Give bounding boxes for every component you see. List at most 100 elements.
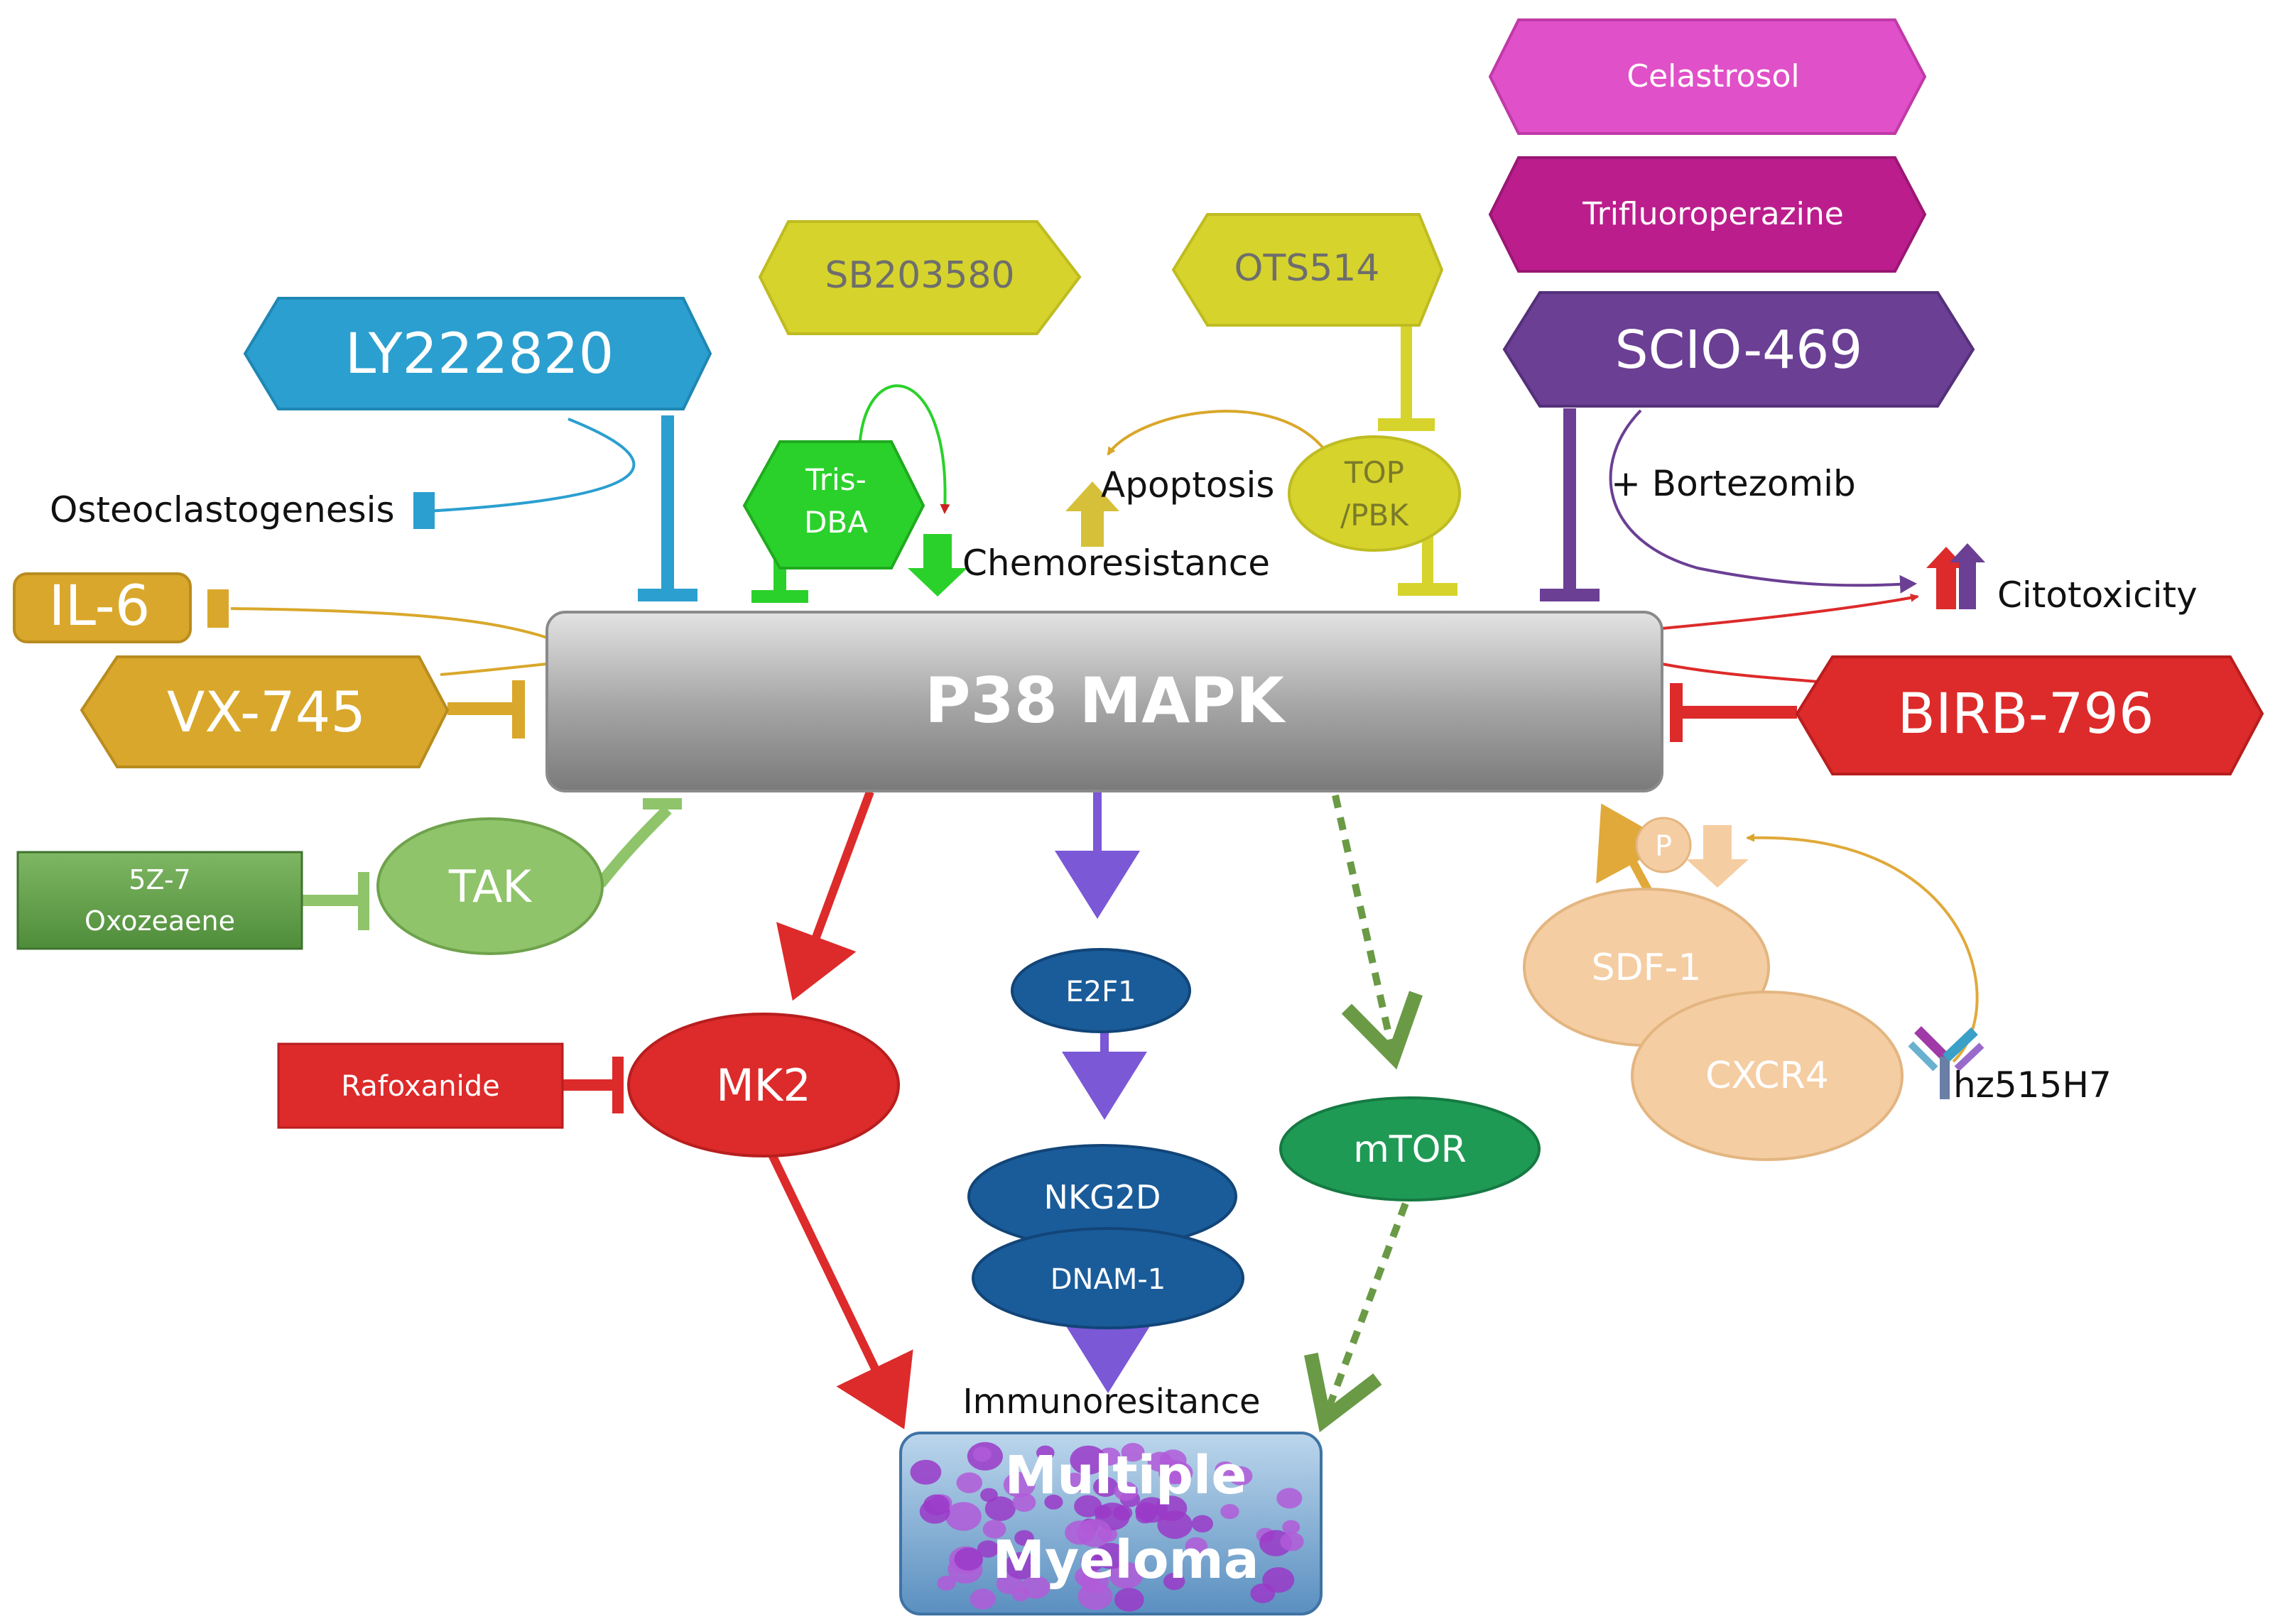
myeloma-cell xyxy=(1276,1488,1303,1509)
celastrosol-hexagon xyxy=(1488,18,1927,135)
p38-mtor-dashed-arrow xyxy=(1332,794,1423,1070)
trisdba-hexagon xyxy=(742,440,925,570)
trisdba-label-line2: DBA xyxy=(804,505,868,540)
myeloma-cell xyxy=(1004,1552,1039,1579)
tak-node xyxy=(376,817,604,955)
myeloma-cell xyxy=(1014,1530,1034,1546)
myeloma-cell xyxy=(980,1488,998,1503)
vx745-hexagon xyxy=(80,655,450,768)
il6-box xyxy=(13,572,192,643)
myeloma-cell xyxy=(977,1540,999,1558)
apoptosis-up-arrow xyxy=(1065,481,1119,547)
myeloma-cell xyxy=(956,1472,983,1493)
top-label-line1: TOP xyxy=(1344,455,1404,490)
dnam1-label: DNAM-1 xyxy=(1050,1263,1166,1296)
myeloma-cell xyxy=(1062,1473,1087,1493)
il6-connector xyxy=(230,607,562,644)
birb796-connector xyxy=(1661,663,1819,683)
myeloma-cell xyxy=(1163,1572,1185,1591)
mk2-label: MK2 xyxy=(716,1059,811,1111)
myeloma-cell xyxy=(972,1446,992,1462)
trisdba-label-line1: Tris- xyxy=(805,462,866,497)
myeloma-cell xyxy=(1070,1445,1107,1475)
oxozeaene-label-line1: 5Z-7 xyxy=(129,864,190,895)
oxozeaene-box xyxy=(16,851,303,950)
bortezomib-curve-arrow xyxy=(1609,409,1917,594)
myeloma-cell xyxy=(1121,1443,1145,1462)
myeloma-cell xyxy=(1036,1445,1055,1461)
mtor-label: mTOR xyxy=(1353,1128,1466,1171)
mk2-mm-arrow xyxy=(766,1150,913,1429)
citotoxicity-purple-arrow xyxy=(1950,543,1985,609)
trifluoroperazine-label: Trifluoroperazine xyxy=(1582,196,1844,232)
p38-mapk-label: P38 MAPK xyxy=(925,664,1286,737)
multiple-myeloma-label-line2: Myeloma xyxy=(992,1530,1259,1591)
top-label-line2: /PBK xyxy=(1340,498,1409,533)
myeloma-cell xyxy=(1280,1532,1304,1552)
myeloma-cell xyxy=(1077,1519,1112,1547)
nkg2d-label: NKG2D xyxy=(1044,1178,1161,1216)
myeloma-cell xyxy=(1228,1466,1253,1486)
myeloma-cell xyxy=(1094,1542,1127,1569)
myeloma-cell xyxy=(1114,1588,1144,1612)
antibody-icon xyxy=(1908,1026,1984,1099)
myeloma-cell xyxy=(1044,1494,1063,1510)
top-apoptosis-arrow xyxy=(1107,410,1330,456)
e2f1-label: E2F1 xyxy=(1065,976,1136,1008)
osteoclastogenesis-label: Osteoclastogenesis xyxy=(50,489,395,530)
rafoxanide-label: Rafoxanide xyxy=(341,1070,499,1103)
myeloma-cell xyxy=(937,1575,956,1591)
cxcr4-node xyxy=(1631,991,1904,1161)
myeloma-cell xyxy=(1114,1481,1139,1501)
myeloma-cell xyxy=(1155,1495,1188,1522)
mk2-node xyxy=(627,1013,900,1157)
cxcr4-label: CXCR4 xyxy=(1705,1054,1829,1097)
scio469-hexagon xyxy=(1502,291,1975,408)
phospho-badge xyxy=(1635,817,1692,873)
myeloma-cell xyxy=(1093,1476,1119,1497)
trifluoroperazine-hexagon xyxy=(1488,156,1927,273)
ly222820-hexagon xyxy=(243,297,712,410)
e2f1-node xyxy=(1011,948,1191,1033)
immunoresitance-label: Immunoresitance xyxy=(962,1382,1260,1422)
myeloma-cell xyxy=(910,1459,942,1485)
phospho-label: P xyxy=(1655,830,1672,863)
myeloma-cell xyxy=(1074,1495,1102,1517)
birb796-hexagon xyxy=(1795,655,2264,775)
myeloma-cell xyxy=(923,1494,950,1516)
hz515h7-label: hz515H7 xyxy=(1953,1064,2112,1106)
phospho-down-arrow xyxy=(1686,825,1749,888)
scio469-label: SCIO-469 xyxy=(1615,320,1863,381)
myeloma-cell xyxy=(1077,1582,1113,1611)
apoptosis-label: Apoptosis xyxy=(1101,464,1274,506)
myeloma-cell xyxy=(984,1496,1016,1521)
myeloma-cell xyxy=(970,1588,996,1610)
myeloma-cell xyxy=(1158,1459,1189,1485)
rafoxanide-box xyxy=(277,1042,564,1129)
myeloma-cell xyxy=(1012,1493,1036,1512)
chemoresistance-down-arrow xyxy=(908,534,967,596)
myeloma-cell xyxy=(1250,1583,1276,1603)
sb203580-label: SB203580 xyxy=(825,254,1014,297)
myeloma-cell xyxy=(954,1547,983,1571)
tak-label: TAK xyxy=(448,861,532,912)
p38-mk2-arrow xyxy=(776,790,874,1001)
vx745-connector xyxy=(440,663,548,676)
multiple-myeloma-label-line1: Multiple xyxy=(1005,1445,1247,1506)
mtor-node xyxy=(1279,1096,1541,1201)
myeloma-cell xyxy=(1021,1575,1050,1599)
myeloma-cell xyxy=(1282,1520,1301,1535)
celastrosol-label: Celastrosol xyxy=(1627,58,1799,94)
ly222820-osteo-connector xyxy=(425,418,636,513)
myeloma-cell xyxy=(1109,1562,1144,1589)
p38-mapk-node xyxy=(545,611,1663,792)
osteo-inhibit-bar xyxy=(413,492,435,529)
myeloma-cell xyxy=(1135,1508,1155,1524)
myeloma-cell xyxy=(1185,1537,1208,1555)
ots514-hexagon xyxy=(1171,213,1444,327)
vx745-label: VX-745 xyxy=(167,681,366,745)
bortezomib-label: + Bortezomib xyxy=(1611,463,1856,504)
ots514-label: OTS514 xyxy=(1234,247,1380,290)
chemoresistance-label: Chemoresistance xyxy=(962,543,1270,584)
